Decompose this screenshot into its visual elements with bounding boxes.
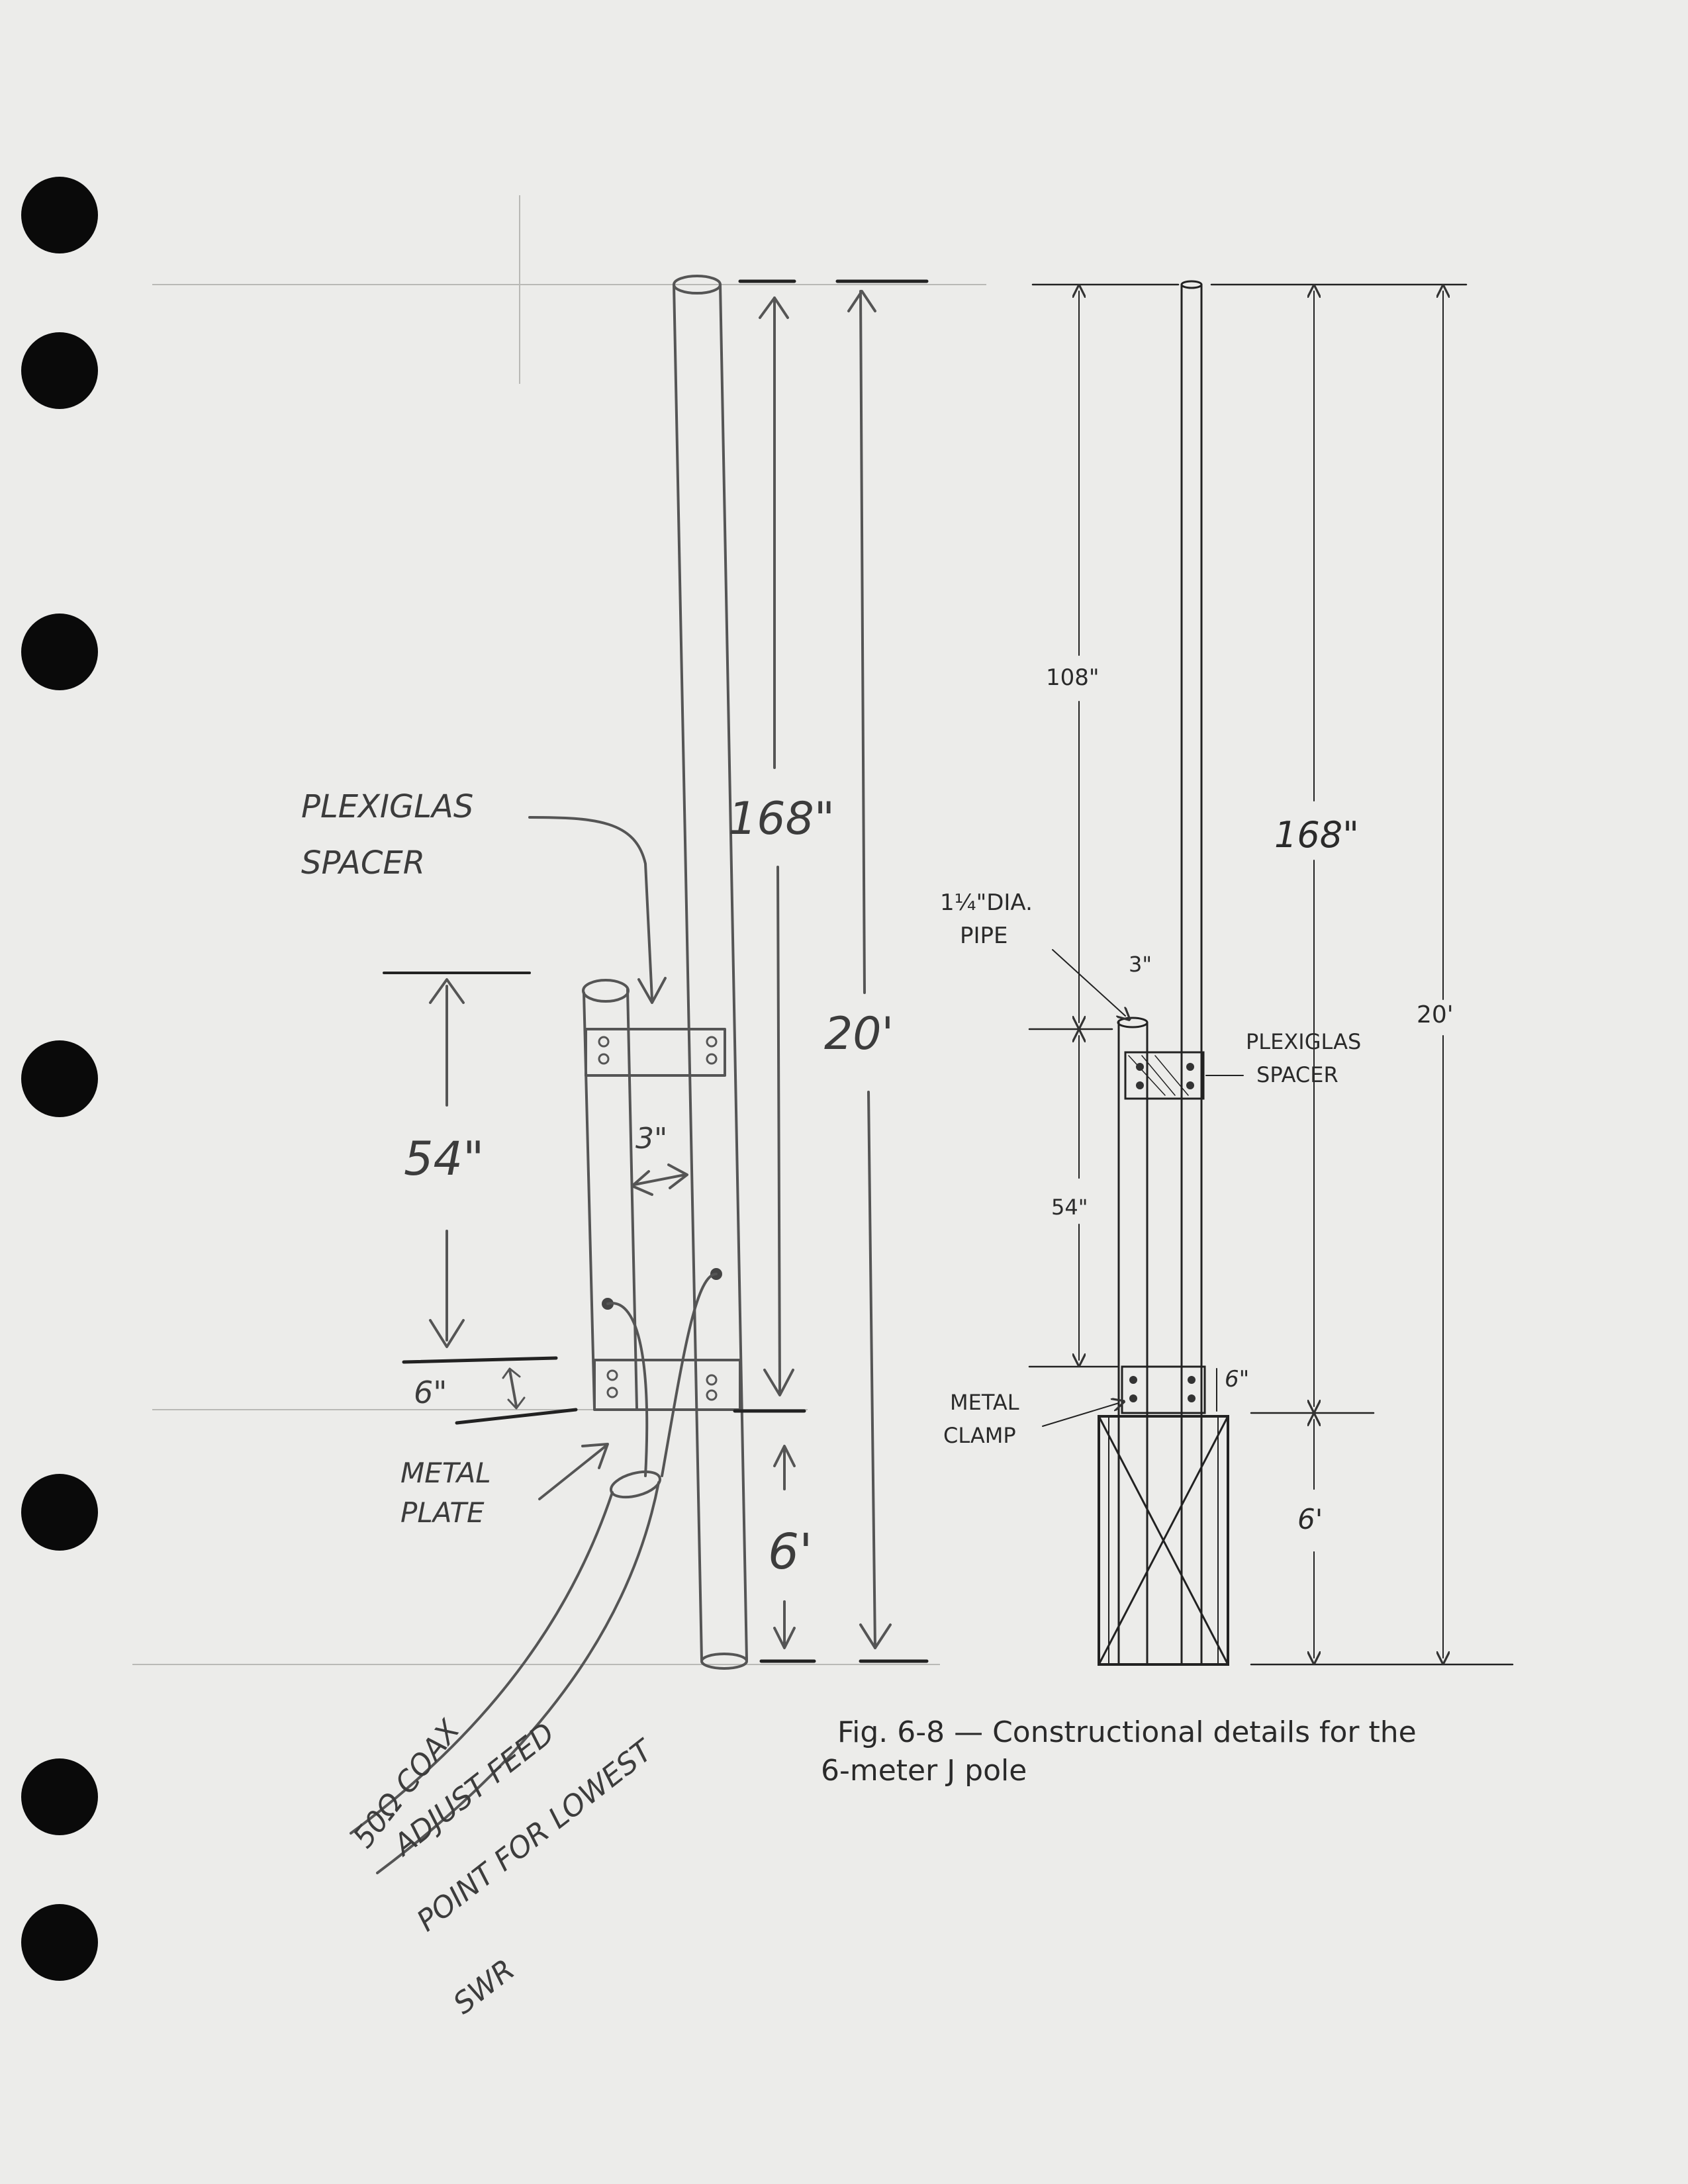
binder-hole bbox=[21, 1040, 98, 1117]
spacer-label-line1: PLEXIGLAS bbox=[301, 788, 473, 825]
dimension-168-label: 168" bbox=[728, 793, 835, 845]
figure-caption: Fig. 6-8 — Constructional details for th… bbox=[821, 1715, 1417, 1788]
dimension-lines-left bbox=[383, 972, 688, 1425]
metal-plate bbox=[593, 1359, 741, 1411]
printed-mount-post bbox=[1098, 1415, 1229, 1666]
printed-pipe-label-line1: 1¼"DIA. bbox=[940, 889, 1033, 916]
matching-stub bbox=[582, 979, 638, 1410]
binder-hole bbox=[21, 1758, 98, 1835]
dimension-54-label: 54" bbox=[404, 1132, 484, 1186]
printed-spacer bbox=[1124, 1051, 1205, 1100]
dimension-3-label: 3" bbox=[635, 1122, 667, 1156]
feed-wires bbox=[602, 1268, 722, 1477]
dimension-lines-right bbox=[733, 279, 929, 1663]
printed-6ft-label: 6' bbox=[1297, 1503, 1323, 1535]
caption-line2: 6-meter J pole bbox=[821, 1754, 1027, 1788]
printed-spacer-label-line1: PLEXIGLAS bbox=[1246, 1029, 1361, 1054]
coax-cable bbox=[350, 1470, 661, 1874]
caption-line1: Fig. 6-8 — Constructional details for th… bbox=[837, 1715, 1417, 1749]
dimension-6ft-label: 6' bbox=[768, 1524, 812, 1580]
binder-hole bbox=[21, 1474, 98, 1551]
leader-arrows bbox=[528, 816, 667, 1500]
printed-clamp-label-line1: METAL bbox=[950, 1390, 1019, 1415]
plate-label-line1: METAL bbox=[400, 1457, 491, 1489]
printed-spacer-label-line2: SPACER bbox=[1256, 1062, 1338, 1087]
guide-lines bbox=[132, 195, 986, 1665]
binder-hole bbox=[21, 1904, 98, 1981]
printed-20ft-label: 20' bbox=[1417, 1001, 1454, 1028]
printed-clamp-label-line2: CLAMP bbox=[943, 1423, 1016, 1448]
printed-6in-label: 6" bbox=[1225, 1366, 1249, 1392]
printed-54-label: 54" bbox=[1051, 1195, 1088, 1220]
printed-pipe-label-line2: PIPE bbox=[960, 923, 1008, 949]
printed-figure: 108" 168" 20' 1¼"DIA. PIPE 3" PLEXIGLAS … bbox=[940, 280, 1514, 1666]
binder-holes bbox=[21, 177, 98, 1981]
dimension-20ft-label: 20' bbox=[824, 1008, 894, 1060]
printed-radiator bbox=[1180, 280, 1203, 1666]
binder-hole bbox=[21, 614, 98, 690]
printed-3-label: 3" bbox=[1129, 952, 1152, 977]
dimension-6in-label: 6" bbox=[414, 1375, 447, 1410]
printed-clamp bbox=[1121, 1365, 1206, 1414]
binder-hole bbox=[21, 332, 98, 409]
printed-168-label: 168" bbox=[1274, 814, 1359, 856]
radiator-element bbox=[673, 275, 748, 1670]
printed-stub bbox=[1117, 1017, 1149, 1666]
note-line2: POINT FOR LOWEST bbox=[410, 1733, 661, 1938]
plexiglas-spacer bbox=[585, 1028, 726, 1077]
spacer-label-line2: SPACER bbox=[301, 844, 425, 882]
note-line3: SWR bbox=[447, 1953, 521, 2021]
plate-label-line2: PLATE bbox=[400, 1496, 485, 1529]
printed-dimensions bbox=[1028, 283, 1514, 1666]
binder-hole bbox=[21, 177, 98, 253]
printed-108-label: 108" bbox=[1046, 664, 1100, 691]
